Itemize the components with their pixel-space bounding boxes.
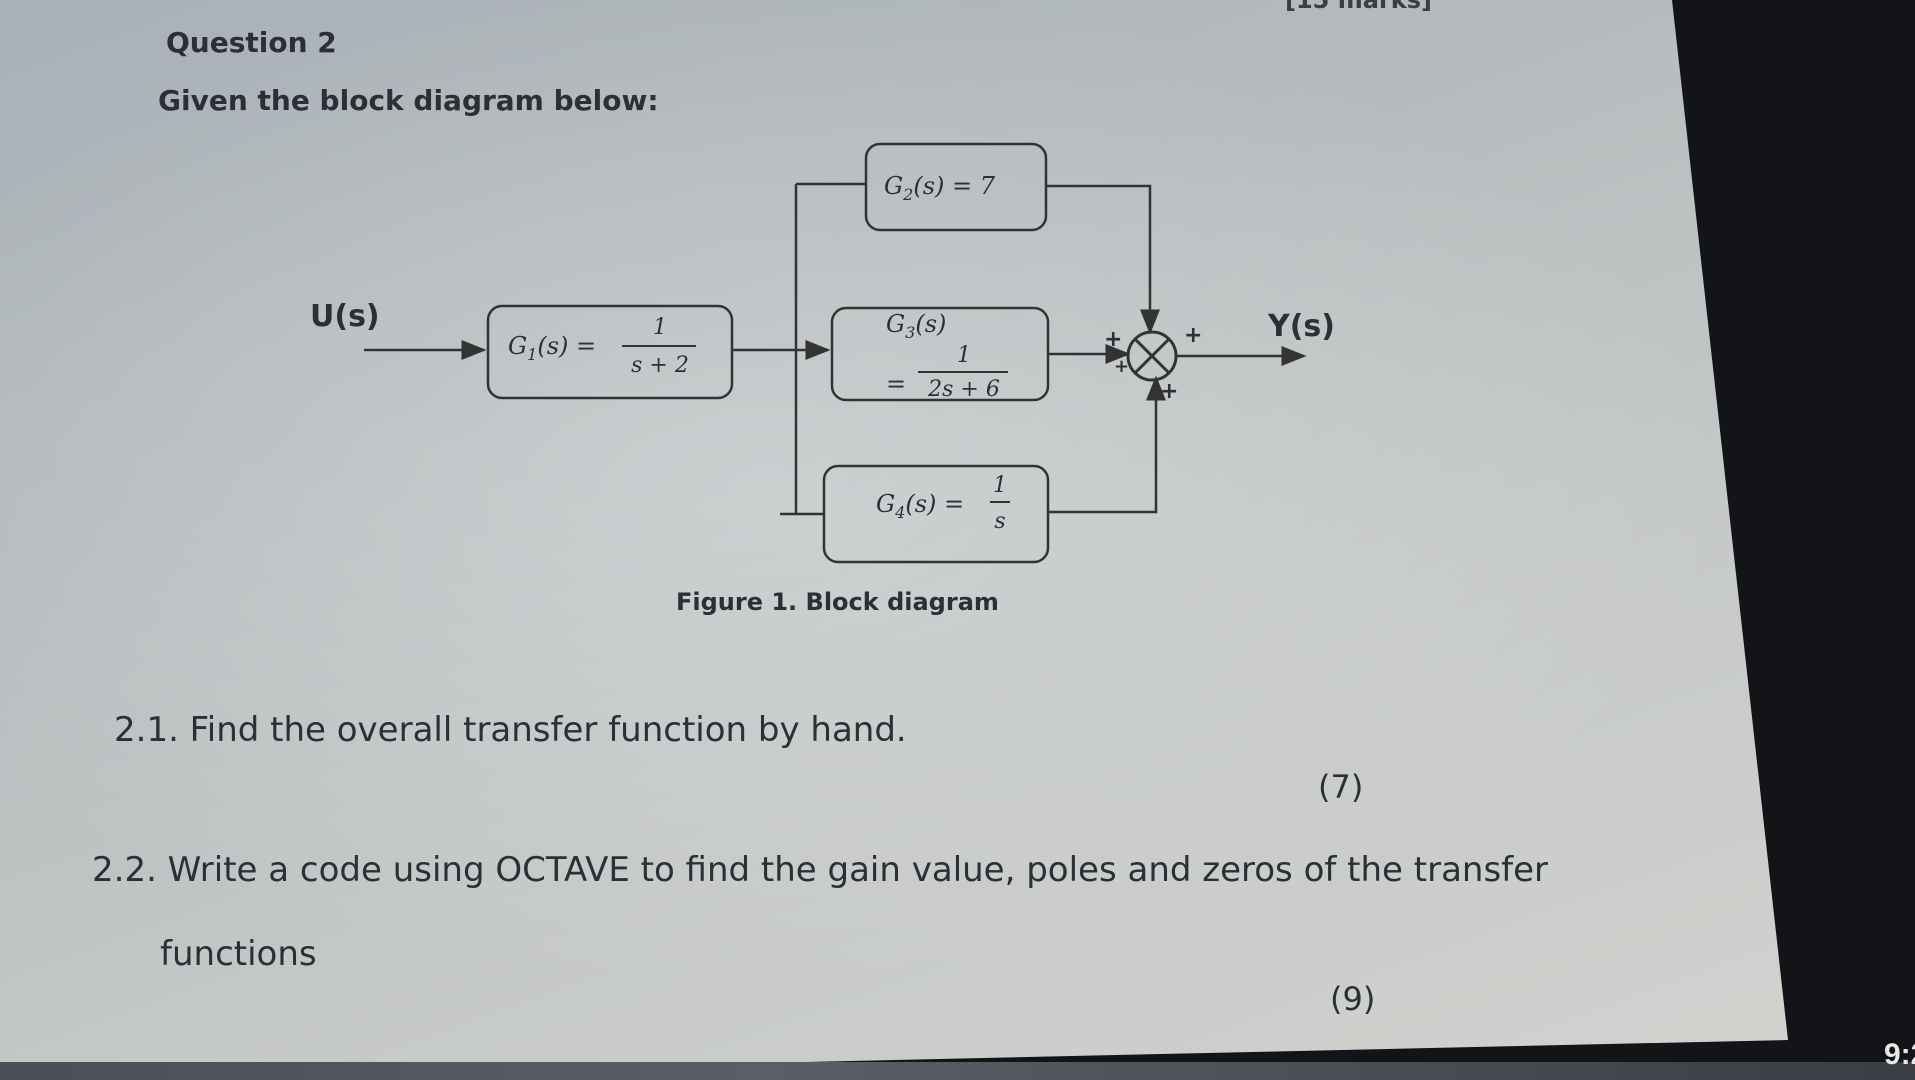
sum-sign-bottom: + bbox=[1160, 379, 1178, 404]
question-title: Question 2 bbox=[166, 26, 337, 59]
part-2-2-text-cont: functions bbox=[160, 934, 317, 974]
sum-sign-top: + bbox=[1114, 356, 1129, 377]
g2-block bbox=[864, 142, 1048, 232]
g3-denominator: 2s + 6 bbox=[927, 377, 1000, 402]
part-2-2-marks: (9) bbox=[1330, 980, 1376, 1018]
monitor-edge bbox=[0, 1062, 1915, 1080]
sum-sign-left: + bbox=[1104, 327, 1122, 352]
g3-equals: = bbox=[886, 370, 906, 398]
input-label: U(s) bbox=[310, 299, 380, 334]
g4-block bbox=[822, 464, 1050, 564]
summing-junction bbox=[1126, 330, 1178, 382]
g3-numerator: 1 bbox=[957, 343, 971, 368]
g4-numerator: 1 bbox=[993, 473, 1007, 498]
part-2-1-text: 2.1. Find the overall transfer function … bbox=[114, 710, 907, 750]
figure-caption: Figure 1. Block diagram bbox=[676, 588, 999, 616]
g1-numerator: 1 bbox=[653, 315, 667, 340]
part-2-1-marks: (7) bbox=[1318, 768, 1364, 806]
g3-label: G3(s) bbox=[886, 310, 946, 342]
question-intro: Given the block diagram below: bbox=[158, 84, 659, 117]
g2-output-line bbox=[1046, 184, 1160, 335]
g1-label: G1(s) = bbox=[508, 332, 596, 364]
g2-label: G2(s) = 7 bbox=[884, 172, 996, 204]
g4-output-line bbox=[1048, 375, 1166, 514]
output-label: Y(s) bbox=[1267, 309, 1335, 344]
g4-label: G4(s) = bbox=[876, 490, 964, 522]
marks-label: [15 marks] bbox=[1285, 0, 1432, 14]
summing-cross-b bbox=[1133, 337, 1171, 375]
part-2-2-text: 2.2. Write a code using OCTAVE to find t… bbox=[92, 850, 1549, 890]
g4-denominator: s bbox=[994, 509, 1005, 534]
g1-block bbox=[486, 304, 734, 400]
g3-block bbox=[830, 306, 1050, 402]
g1-denominator: s + 2 bbox=[631, 353, 689, 378]
taskbar-clock: 9:2 bbox=[1884, 1038, 1915, 1071]
sum-sign-right: + bbox=[1184, 323, 1202, 348]
